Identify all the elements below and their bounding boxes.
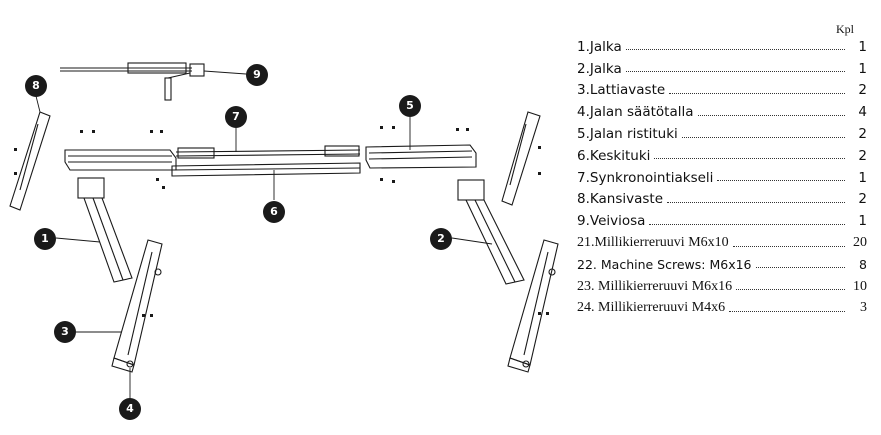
part-number: 5.: [577, 126, 590, 143]
part-name: Millikierreruuvi M4x6: [598, 300, 726, 316]
part-number: 6.: [577, 147, 590, 164]
part-name: Jalka: [589, 60, 622, 77]
callout-2: 2: [430, 228, 452, 250]
parts-list-item: 21.Millikierreruuvi M6x10 20: [577, 232, 867, 254]
leg-left-part: [77, 177, 133, 283]
part-number: 23.: [577, 278, 595, 294]
part-name: Kansivaste: [589, 191, 664, 208]
part-name: Jalan säätötalla: [589, 104, 694, 121]
center-support-part: [171, 162, 361, 177]
part-number: 1.: [577, 38, 590, 55]
sync-shaft-part: [175, 145, 361, 159]
part-quantity: 1: [858, 169, 867, 186]
part-name: Synkronointiakseli: [589, 169, 714, 186]
part-name: Jalan ristituki: [589, 126, 678, 143]
callout-9: 9: [246, 64, 268, 86]
callout-8: 8: [25, 75, 47, 97]
part-number: 7.: [577, 169, 590, 186]
part-name: Lattiavaste: [589, 82, 666, 99]
part-number: 24.: [577, 300, 595, 316]
part-number: 9.: [577, 213, 590, 230]
left-frame-rail-part: [64, 149, 177, 171]
part-name: Machine Screws: M6x16: [600, 257, 752, 273]
callout-leader-lines: [35, 70, 493, 398]
part-name: Jalka: [589, 38, 622, 55]
part-number: 22.: [577, 257, 597, 273]
part-quantity: 2: [858, 147, 867, 164]
callout-1: 1: [34, 228, 56, 250]
part-quantity: 4: [858, 104, 867, 121]
callout-7: 7: [225, 106, 247, 128]
parts-list-item: 9.Veiviosa 1: [577, 210, 867, 232]
parts-list-item: 1.Jalka 1: [577, 36, 867, 58]
part-quantity: 2: [858, 82, 867, 99]
parts-list-item: 4.Jalan säätötalla 4: [577, 101, 867, 123]
top-bracket-right-part: [501, 111, 541, 206]
right-frame-rail-part: [365, 144, 477, 169]
crank-handle-part: [60, 62, 205, 101]
part-quantity: 20: [853, 235, 867, 251]
part-quantity: 10: [853, 278, 867, 294]
parts-list-item: 23. Millikierreruuvi M6x16 10: [577, 276, 867, 298]
parts-list-item: 8.Kansivaste 2: [577, 189, 867, 211]
foot-right-part: [507, 239, 559, 373]
part-number: 21.: [577, 235, 595, 251]
part-quantity: 2: [858, 126, 867, 143]
parts-list-item: 3.Lattiavaste 2: [577, 80, 867, 102]
part-quantity: 1: [858, 213, 867, 230]
part-quantity: 2: [858, 191, 867, 208]
part-quantity: 1: [858, 60, 867, 77]
part-name: Keskituki: [589, 147, 651, 164]
screw-marks: [14, 126, 549, 317]
callout-3: 3: [54, 321, 76, 343]
callout-4: 4: [119, 398, 141, 420]
parts-list-item: 7.Synkronointiakseli 1: [577, 167, 867, 189]
part-name: Veiviosa: [589, 213, 646, 230]
parts-list-item: 5.Jalan ristituki 2: [577, 123, 867, 145]
leg-right-part: [457, 179, 525, 285]
part-number: 2.: [577, 60, 590, 77]
top-bracket-left-part: [9, 111, 51, 211]
part-number: 8.: [577, 191, 590, 208]
exploded-view-drawing: [9, 62, 559, 398]
callout-5: 5: [399, 95, 421, 117]
parts-list-item: 2.Jalka 1: [577, 58, 867, 80]
parts-list-item: 6.Keskituki 2: [577, 145, 867, 167]
parts-list-item: 24. Millikierreruuvi M4x6 3: [577, 298, 867, 320]
quantity-column-header: Kpl: [836, 22, 854, 36]
part-number: 3.: [577, 82, 590, 99]
part-quantity: 1: [858, 38, 867, 55]
part-number: 4.: [577, 104, 590, 121]
parts-list-item: 22. Machine Screws: M6x16 8: [577, 254, 867, 276]
foot-left-part: [111, 239, 163, 373]
part-name: Millikierreruuvi M6x16: [598, 278, 733, 294]
part-quantity: 8: [859, 257, 867, 273]
part-quantity: 3: [860, 300, 867, 316]
callout-6: 6: [263, 201, 285, 223]
part-name: Millikierreruuvi M6x10: [594, 235, 729, 251]
